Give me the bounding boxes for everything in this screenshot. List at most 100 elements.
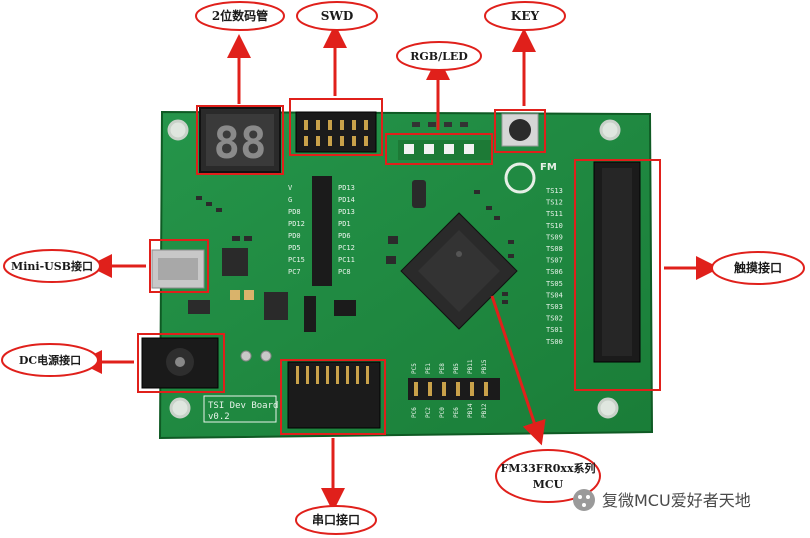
touch-pin-label: TS02: [546, 315, 563, 323]
pd-pin-label: PD1: [338, 220, 351, 228]
pd-pin-label: PC11: [338, 256, 355, 264]
label-uart: 串口接口: [312, 512, 360, 527]
jumpers: [304, 296, 356, 332]
pd-pin-label: PD13: [338, 208, 355, 216]
seg-digits: 88: [214, 118, 267, 169]
box-key: [494, 109, 546, 153]
touch-pin-label: TS03: [546, 303, 563, 311]
mini-usb-port: [151, 249, 205, 289]
bottom-pin-label: PC2: [425, 407, 432, 418]
touch-pin-label: TS01: [546, 326, 563, 334]
bottom-pin-label: PB14: [467, 403, 474, 418]
touch-pin-label: TS05: [546, 280, 563, 288]
label-seg-display: 2位数码管: [212, 8, 268, 23]
box-uart: [280, 359, 386, 435]
box-mini-usb: [149, 239, 209, 293]
fm-logo: FM: [504, 162, 557, 194]
touch-pin-labels: TS13TS12TS11TS10TS09TS08TS07TS06TS05TS04…: [546, 187, 563, 346]
ellipse-mcu: [495, 449, 601, 503]
watermark: 复微MCU爱好者天地: [573, 489, 751, 511]
label-dc-power: DC电源接口: [19, 353, 81, 367]
ellipse-seg-display: [195, 1, 285, 31]
left-pin-label: PC7: [288, 268, 301, 276]
box-swd: [289, 98, 383, 156]
box-rgb-led: [385, 133, 493, 165]
seven-segment-display: 88: [199, 107, 281, 173]
bottom-pin-label: PE1: [425, 363, 432, 374]
touch-pin-label: TS13: [546, 187, 563, 195]
label-mcu-line1: FM33FR0xx系列: [500, 461, 595, 475]
wechat-icon: [573, 489, 595, 511]
left-pin-label: PD12: [288, 220, 305, 228]
mounting-holes: [167, 119, 621, 419]
watermark-text: 复微MCU爱好者天地: [602, 491, 751, 510]
bottom-pin-label: PB5: [453, 363, 460, 374]
label-mcu-line2: MCU: [533, 478, 564, 491]
touch-pin-label: TS08: [546, 245, 563, 253]
touch-connector: [593, 161, 641, 363]
uart-header: [287, 361, 381, 429]
ellipse-swd: [296, 1, 378, 31]
left-pin-label: V: [288, 184, 293, 192]
crystal-oscillator: [412, 180, 426, 208]
power-ics: [222, 248, 288, 320]
left-pin-label: PD8: [288, 208, 301, 216]
left-pin-label: PD0: [288, 232, 301, 240]
pd-pin-label: PD13: [338, 184, 355, 192]
ellipse-dc-power: [1, 343, 99, 377]
touch-pin-label: TS11: [546, 210, 563, 218]
arrow-mcu: [490, 295, 546, 446]
ellipse-mini-usb: [3, 249, 101, 283]
label-rgb-led: RGB/LED: [410, 50, 468, 63]
pd-pin-label: PD14: [338, 196, 355, 204]
touch-pin-label: TS00: [546, 338, 563, 346]
gpio-header-bottom: [408, 378, 500, 400]
bottom-pin-label: PC5: [411, 363, 418, 374]
silk-version: v0.2: [208, 412, 230, 422]
touch-pin-label: TS04: [546, 291, 563, 299]
touch-pin-label: TS10: [546, 222, 563, 230]
bottom-pin-label: PE8: [439, 363, 446, 374]
bottom-pin-label: PB11: [467, 359, 474, 374]
ellipse-rgb-led: [396, 41, 482, 71]
label-mini-usb: Mini-USB接口: [11, 259, 93, 273]
label-swd: SWD: [321, 9, 354, 23]
callout-labels: 2位数码管 SWD RGB/LED KEY 触摸接口 Mini-USB接口 DC…: [11, 8, 782, 527]
bottom-pin-label: PC0: [439, 407, 446, 418]
bottom-pin-label: PC6: [411, 407, 418, 418]
touch-pin-label: TS07: [546, 257, 563, 265]
ellipse-uart: [295, 505, 377, 535]
touch-pin-label: TS12: [546, 199, 563, 207]
gpio-header-left: [312, 176, 332, 286]
box-dc-power: [137, 333, 225, 393]
brand-text: FM: [540, 162, 557, 173]
box-seg-display: [196, 105, 284, 175]
label-touch: 触摸接口: [734, 260, 782, 275]
bottom-pin-label: PE6: [453, 407, 460, 418]
small-components: [188, 190, 514, 314]
rgb-led-area: [398, 122, 492, 160]
highlight-boxes: [137, 98, 661, 435]
ellipse-key: [484, 1, 566, 31]
box-touch: [574, 159, 661, 391]
label-key: KEY: [511, 9, 540, 23]
left-pin-label: PD5: [288, 244, 301, 252]
pd-pin-label: PC8: [338, 268, 351, 276]
touch-pin-label: TS09: [546, 233, 563, 241]
power-test-pads: [240, 350, 272, 362]
swd-header: [295, 111, 377, 153]
pd-pin-label: PC12: [338, 244, 355, 252]
dc-jack: [141, 337, 219, 389]
ellipse-touch: [711, 251, 805, 285]
touch-pin-label: TS06: [546, 268, 563, 276]
left-pin-label: PC15: [288, 256, 305, 264]
silk-title-block: TSI Dev Board v0.2: [203, 395, 278, 423]
silk-title: TSI Dev Board: [208, 401, 278, 411]
bottom-pin-label: PB15: [481, 359, 488, 374]
bottom-pin-label: PB12: [481, 403, 488, 418]
reset-key: [501, 113, 539, 147]
